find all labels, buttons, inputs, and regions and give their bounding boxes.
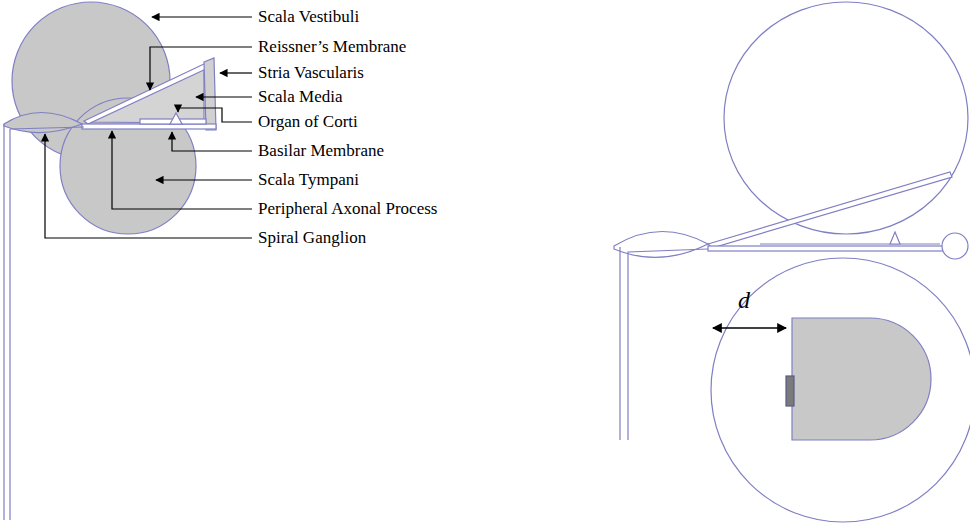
stria-vascularis xyxy=(942,233,968,259)
part-label: Spiral Ganglion xyxy=(258,228,366,248)
part-label: Scala Media xyxy=(258,87,343,107)
scala-tympani xyxy=(711,258,970,522)
leader-arrows xyxy=(45,17,252,238)
auditory-nerve xyxy=(4,124,10,520)
tectorial-strip xyxy=(760,243,940,244)
reissners-membrane xyxy=(84,63,208,124)
cochlea-left xyxy=(4,2,216,520)
basilar-membrane xyxy=(82,124,216,129)
cochlea-right xyxy=(614,2,970,522)
leader-arrow xyxy=(112,131,252,209)
leader-arrow xyxy=(178,108,252,122)
electrode-contact xyxy=(786,376,794,406)
leader-arrow xyxy=(152,16,252,17)
part-label: Stria Vascularis xyxy=(258,63,364,83)
part-label: Reissner’s Membrane xyxy=(258,37,406,57)
part-label: Scala Vestibuli xyxy=(258,7,359,27)
leader-arrow xyxy=(156,179,252,180)
part-label: Peripheral Axonal Process xyxy=(258,199,437,219)
leader-arrow xyxy=(220,72,252,73)
part-label: Scala Tympani xyxy=(258,170,359,190)
reissners-membrane xyxy=(708,172,952,248)
basilar-membrane xyxy=(708,246,948,251)
part-label: Basilar Membrane xyxy=(258,141,384,161)
leader-arrow xyxy=(172,132,252,151)
dimension-arrow xyxy=(713,327,786,328)
organ-of-corti xyxy=(890,232,900,244)
part-label: Organ of Corti xyxy=(258,112,358,132)
electrode-array xyxy=(792,318,931,440)
leader-arrow xyxy=(45,134,252,238)
leader-arrow xyxy=(196,96,252,97)
peripheral-axonal-process xyxy=(10,127,84,129)
scala-vestibuli xyxy=(724,2,968,234)
leader-arrow xyxy=(150,47,252,90)
organ-of-corti xyxy=(170,113,182,124)
auditory-nerve xyxy=(620,247,708,440)
dimension-label: d xyxy=(738,287,750,313)
spiral-ganglion xyxy=(4,113,82,133)
